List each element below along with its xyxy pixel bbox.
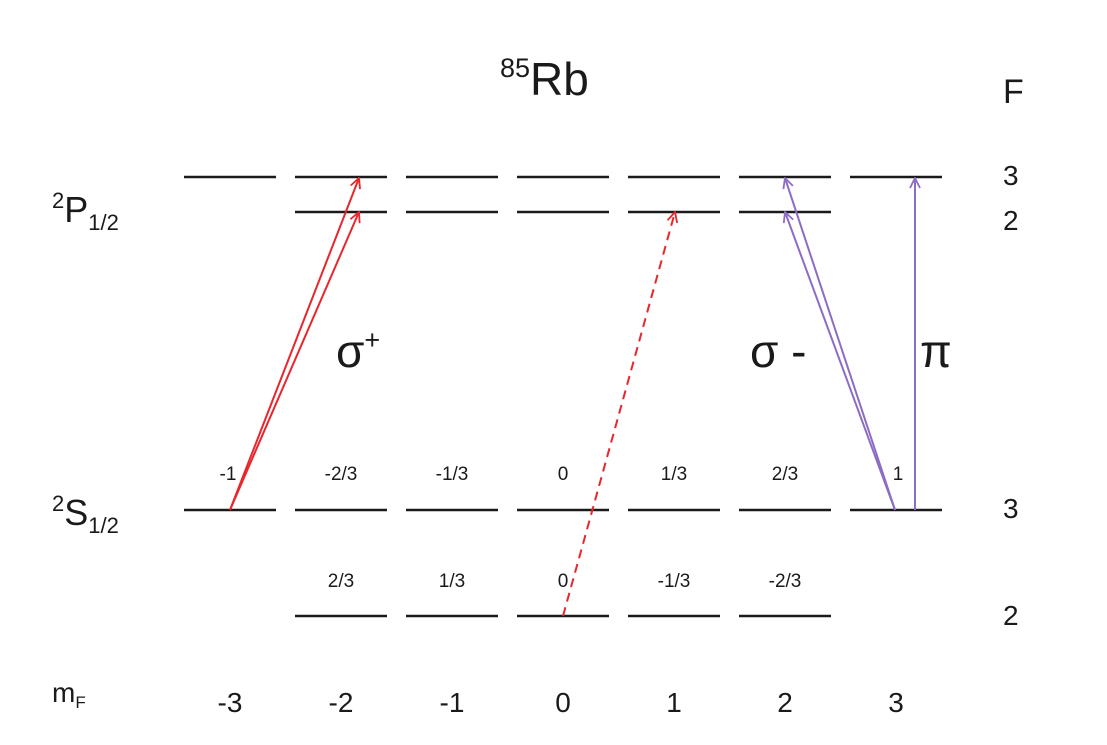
coefficient-lower-0: 2/3 (328, 571, 354, 592)
coefficients-lower-row: 2/3 1/3 0 -1/3 -2/3 (328, 571, 802, 592)
diagram-title: 85Rb (500, 53, 589, 105)
mf-value--1: -1 (440, 687, 465, 718)
excited-state-letter: P (64, 189, 88, 230)
sublevel-lines (184, 175, 942, 618)
coefficient-upper-2: -1/3 (436, 464, 469, 485)
coefficient-lower-2: 0 (558, 571, 569, 592)
f-label-s-3: 3 (1003, 493, 1019, 524)
sigma-plus-dashed-arrow (562, 212, 675, 617)
sigma-minus-label: σ - (750, 325, 807, 377)
coefficient-upper-4: 1/3 (661, 464, 687, 485)
f-label-p-3: 3 (1003, 160, 1019, 191)
excited-state-label: 2P1/2 (52, 188, 119, 235)
sigma-minus-arrow-to-p3 (785, 178, 896, 511)
coefficient-upper-1: -2/3 (325, 464, 358, 485)
sigma-plus-arrow-to-p2 (229, 212, 359, 511)
mf-value-1: 1 (666, 687, 682, 718)
title-element: Rb (530, 53, 589, 105)
mf-value-0: 0 (555, 687, 571, 718)
sigma-minus-arrow-to-p2 (785, 212, 896, 511)
transition-arrows (229, 178, 915, 617)
sigma-plus-arrow-to-p3 (229, 178, 359, 511)
f-label-s-2: 2 (1003, 600, 1019, 631)
coefficient-upper-6: 1 (893, 464, 904, 485)
sigma-plus-symbol: σ (336, 325, 364, 377)
mf-header-sub: F (75, 693, 85, 712)
coefficient-upper-0: -1 (220, 464, 237, 485)
excited-state-multiplicity: 2 (52, 188, 64, 213)
mf-value--2: -2 (329, 687, 354, 718)
pi-label: π (920, 325, 952, 377)
f-header: F (1003, 73, 1024, 111)
ground-state-j: 1/2 (88, 513, 119, 538)
title-mass-number: 85 (500, 53, 530, 83)
mf-value--3: -3 (218, 687, 243, 718)
coefficient-lower-3: -1/3 (658, 571, 691, 592)
coefficient-lower-4: -2/3 (769, 571, 802, 592)
ground-state-multiplicity: 2 (52, 491, 64, 516)
f-label-p-2: 2 (1003, 205, 1019, 236)
excited-state-j: 1/2 (88, 210, 119, 235)
sigma-plus-sign: + (364, 325, 380, 355)
mf-value-3: 3 (888, 687, 904, 718)
ground-state-label: 2S1/2 (52, 491, 119, 538)
mf-header-base: m (52, 677, 75, 708)
mf-values-row: -3 -2 -1 0 1 2 3 (218, 687, 904, 718)
coefficient-upper-5: 2/3 (772, 464, 798, 485)
mf-value-2: 2 (777, 687, 793, 718)
ground-state-letter: S (64, 492, 88, 533)
coefficient-lower-1: 1/3 (439, 571, 465, 592)
coefficients-upper-row: -1 -2/3 -1/3 0 1/3 2/3 1 (220, 464, 904, 485)
coefficient-upper-3: 0 (558, 464, 569, 485)
mf-header: mF (52, 677, 86, 712)
sigma-plus-label: σ+ (336, 325, 380, 377)
